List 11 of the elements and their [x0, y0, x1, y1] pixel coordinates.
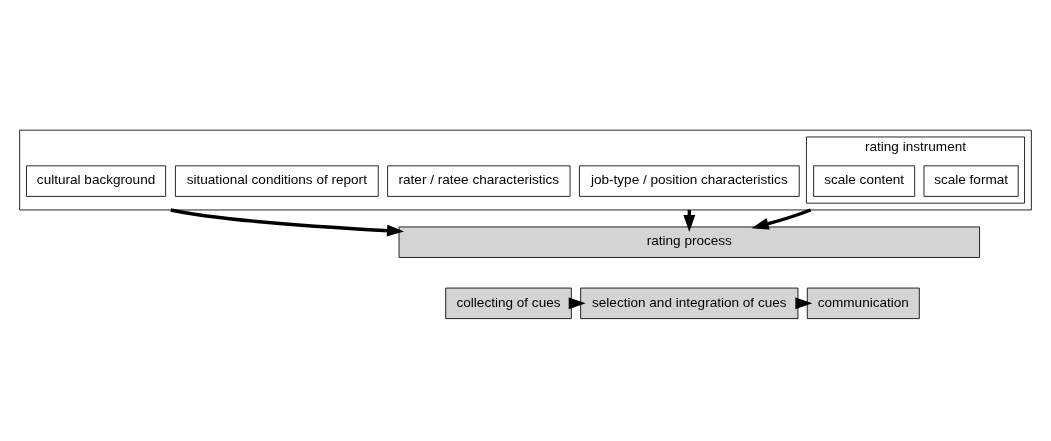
node-box: rating process	[398, 226, 980, 258]
node-box: scale format	[923, 164, 1019, 197]
cluster	[19, 129, 1032, 210]
node-box: communication	[806, 287, 920, 319]
node-box: situational conditions of report	[174, 164, 379, 197]
node-box: rater / ratee characteristics	[387, 164, 571, 197]
node-box: cultural background	[26, 164, 167, 197]
arrow	[751, 207, 812, 230]
arrow	[170, 207, 404, 237]
node-box: scale content	[813, 164, 916, 197]
node-box: job-type / position characteristics	[578, 164, 800, 197]
